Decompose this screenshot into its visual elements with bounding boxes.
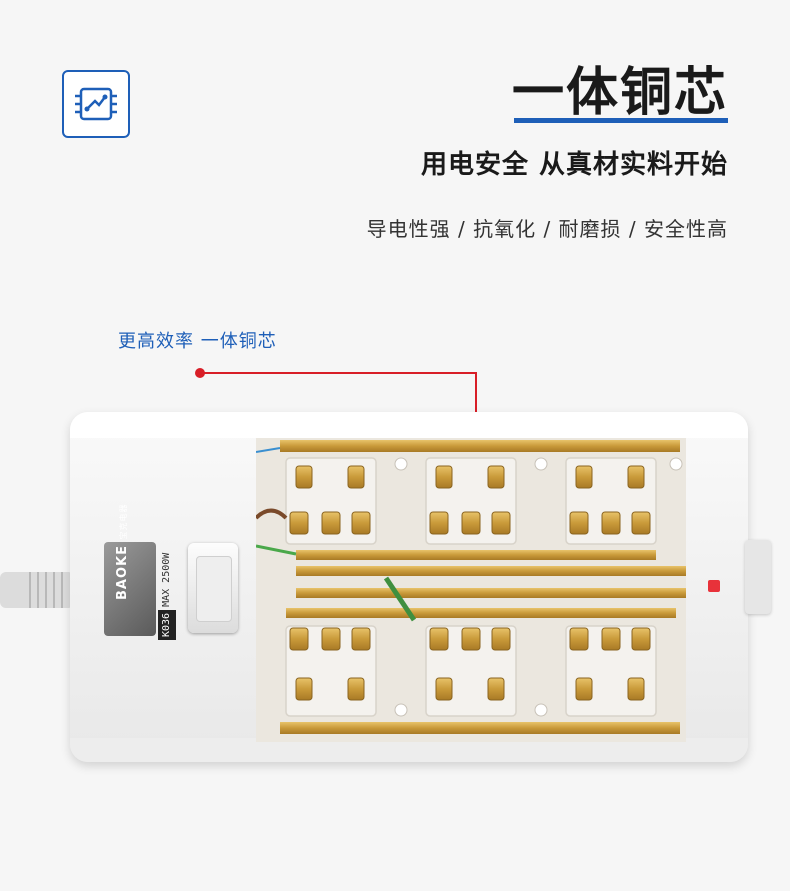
callout-line-horizontal — [200, 372, 476, 374]
callout-label: 更高效率 一体铜芯 — [118, 331, 277, 352]
power-strip-rim — [70, 412, 748, 438]
brand-name-cn: 宝克电器 — [119, 503, 128, 540]
model-label: K036 MAX 2500W — [158, 553, 176, 640]
end-cap — [745, 540, 771, 614]
feature-list: 导电性强 / 抗氧化 / 耐磨损 / 安全性高 — [366, 217, 728, 241]
page-title: 一体铜芯 — [511, 63, 728, 123]
page-subtitle: 用电安全 从真材实料开始 — [420, 150, 728, 180]
brand-name: BAOKE — [115, 545, 130, 600]
power-cord — [0, 572, 74, 608]
copper-busbar-cutaway — [256, 438, 686, 742]
circuit-chip-icon — [62, 70, 130, 138]
model-number: K036 — [158, 609, 176, 640]
power-strip-base — [70, 738, 748, 762]
title-underline — [514, 118, 728, 123]
brand-logo-text: BAOKE 宝克电器 — [113, 500, 133, 600]
power-rating: MAX 2500W — [161, 552, 172, 607]
brand-logo-badge — [104, 542, 156, 636]
copper-busbar-illustration — [256, 440, 686, 734]
power-indicator-light — [708, 580, 720, 592]
power-switch-rocker[interactable] — [196, 556, 232, 622]
